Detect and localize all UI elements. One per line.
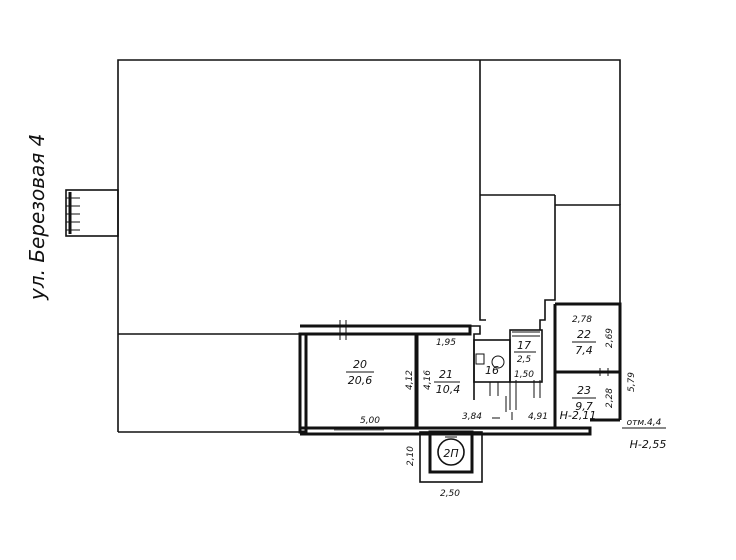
dim-2-69: 2,69 (605, 328, 615, 348)
apartment-walls (298, 302, 622, 436)
dim-2-10: 2,10 (406, 446, 416, 466)
room-21-area: 10,4 (436, 383, 461, 396)
dim-4-91: 4,91 (528, 412, 548, 422)
height-room: Н-2,11 (560, 409, 597, 422)
dimension-labels: 5,00 4,12 4,16 1,95 1,50 3,84 4,91 2,78 … (360, 315, 637, 499)
dim-2-50: 2,50 (440, 489, 460, 499)
dim-5-00: 5,00 (360, 416, 380, 426)
height-outer: Н-2,55 (630, 438, 667, 451)
room-23-area: 9,7 (575, 400, 593, 413)
room-17-number: 17 (517, 339, 531, 352)
entrance-steps (65, 189, 119, 237)
entrance-2p: 2П (419, 430, 483, 483)
dim-4-12: 4,12 (405, 370, 415, 390)
room-17-area: 2,5 (517, 355, 532, 365)
building-outline (117, 59, 621, 433)
dim-3-84: 3,84 (462, 412, 482, 422)
room-22-number: 22 (577, 328, 591, 341)
dim-5-79: 5,79 (627, 372, 637, 392)
room-23-number: 23 (577, 384, 591, 397)
street-label: ул. Березовая 4 (25, 134, 49, 301)
height-labels: Н-2,11 отм.4,4 Н-2,55 (560, 409, 667, 451)
stair-label: 2П (443, 447, 458, 460)
room-21-number: 21 (439, 368, 453, 381)
room-labels: 20 20,6 21 10,4 22 7,4 23 9,7 17 2,5 16 (346, 328, 596, 413)
room-20-number: 20 (353, 358, 367, 371)
wall-ticks (492, 396, 513, 420)
dim-1-95: 1,95 (436, 338, 456, 348)
dim-1-50: 1,50 (514, 370, 534, 380)
otm-label: отм.4,4 (627, 418, 662, 428)
room-22-area: 7,4 (575, 344, 593, 357)
dim-4-16: 4,16 (423, 370, 433, 390)
room-16-number: 16 (485, 364, 499, 377)
dim-2-28: 2,28 (605, 388, 615, 408)
dim-2-78: 2,78 (572, 315, 592, 325)
room-20-area: 20,6 (348, 374, 373, 387)
